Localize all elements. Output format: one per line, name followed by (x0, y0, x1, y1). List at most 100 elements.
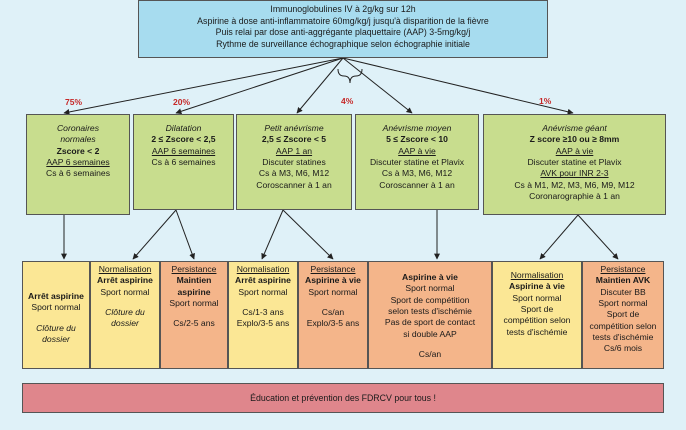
category-petit-anevrisme: Petit anévrisme 2,5 ≤ Zscore < 5 AAP 1 a… (236, 114, 352, 210)
outcome-cs: Cs/2-5 ans (173, 318, 215, 329)
outcome-dilatation-normalisation: Normalisation Arrêt aspirine Sport norma… (90, 261, 160, 369)
outcome-avk: Maintien AVK (595, 275, 651, 286)
outcome-bb: Discuter BB (600, 286, 646, 297)
footer-prevention-box: Éducation et prévention des FDRCV pour t… (22, 383, 664, 413)
category-coronaires-normales: Coronaires normales Zscore < 2 AAP 6 sem… (26, 114, 130, 215)
outcome-status: Persistance (171, 264, 217, 274)
outcome-explo: Explo/3-5 ans (306, 318, 360, 329)
category-statines: Discuter statines (262, 157, 326, 168)
top-line-2: Aspirine à dose anti-inflammatoire 60mg/… (197, 15, 489, 26)
footer-text: Éducation et prévention des FDRCV pour t… (250, 393, 436, 403)
category-zscore: 2,5 ≤ Zscore < 5 (261, 134, 327, 145)
outcome-sport: Sport normal (405, 283, 455, 294)
outcome-sport: Sport normal (31, 302, 81, 313)
outcome-sport: Sport normal (169, 298, 219, 309)
category-title-2: normales (60, 134, 96, 145)
arrow-top-to-moyen (342, 57, 413, 114)
outcome-aspirine: Maintien (176, 275, 212, 286)
outcome-cs: Cs/an (321, 307, 345, 318)
outcome-status: Normalisation (510, 270, 564, 280)
outcome-aspirine-2: aspirine (177, 286, 211, 297)
category-avk: AVK pour INR 2-3 (540, 168, 609, 179)
arrow-top-to-geant (342, 57, 574, 115)
category-zscore: 5 ≤ Zscore < 10 (386, 134, 448, 145)
outcome-petit-persistance: Persistance Aspirine à vie Sport normal … (298, 261, 368, 369)
arrow-top-to-dilatation (175, 57, 344, 115)
outcome-contact-2: si double AAP (403, 328, 457, 339)
category-exam: Coroscanner à 1 an (256, 179, 332, 190)
outcome-status: Persistance (310, 264, 356, 274)
percent-1: 1% (539, 96, 552, 106)
outcome-sport: Sport normal (100, 286, 150, 297)
outcome-petit-normalisation: Normalisation Arrêt aspirine Sport norma… (228, 261, 298, 369)
category-title: Anévrisme géant (542, 123, 607, 133)
top-treatment-box: Immunoglobulines IV à 2g/kg sur 12h Aspi… (138, 0, 548, 58)
category-statines: Discuter statine et Plavix (527, 157, 622, 168)
category-exam: Coronarographie à 1 an (529, 191, 620, 202)
outcome-sport: Sport normal (598, 298, 648, 309)
category-cs: Cs à M1, M2, M3, M6, M9, M12 (514, 179, 635, 190)
category-dilatation: Dilatation 2 ≤ Zscore < 2,5 AAP 6 semain… (133, 114, 234, 210)
percent-75: 75% (65, 97, 83, 107)
outcome-sport-competition-3: tests d'ischémie (592, 332, 654, 343)
category-anevrisme-geant: Anévrisme géant Z score ≥10 ou ≥ 8mm AAP… (483, 114, 666, 215)
outcome-sport-competition: Sport de (606, 309, 640, 320)
outcome-contact: Pas de sport de contact (384, 317, 476, 328)
outcome-aspirine: Aspirine à vie (509, 281, 565, 292)
category-zscore: Zscore < 2 (56, 145, 100, 156)
category-aap: AAP 6 semaines (151, 145, 216, 156)
category-cs: Cs à 6 semaines (45, 168, 110, 179)
outcome-cloture-2: dossier (42, 334, 70, 345)
outcome-coronaires-normales: Arrêt aspirine Sport normal Clôture du d… (22, 261, 90, 369)
category-aap: AAP 1 an (275, 145, 313, 156)
brace-4-percent (337, 68, 363, 84)
arrow-dilatation-norm (132, 209, 177, 260)
category-title: Coronaires (56, 123, 100, 133)
outcome-anevrisme-moyen: Aspirine à vie Sport normal Sport de com… (368, 261, 492, 369)
outcome-dilatation-persistance: Persistance Maintien aspirine Sport norm… (160, 261, 228, 369)
category-zscore: 2 ≤ Zscore < 2,5 (151, 134, 216, 145)
outcome-status: Persistance (600, 264, 646, 274)
arrow-geant-norm (539, 214, 579, 260)
category-title: Anévrisme moyen (382, 123, 452, 133)
arrow-geant-pers (577, 214, 619, 260)
category-anevrisme-moyen: Anévrisme moyen 5 ≤ Zscore < 10 AAP à vi… (355, 114, 479, 210)
outcome-sport-competition-3: tests d'ischémie (506, 326, 568, 337)
arrow-top-to-coronaires (63, 57, 344, 115)
category-title: Petit anévrisme (264, 123, 324, 133)
category-aap: AAP à vie (555, 145, 594, 156)
outcome-cs: Cs/1-3 ans (242, 307, 284, 318)
top-line-1: Immunoglobulines IV à 2g/kg sur 12h (270, 4, 416, 14)
outcome-status: Normalisation (98, 264, 152, 274)
outcome-sport: Sport normal (308, 286, 358, 297)
outcome-cloture-2: dossier (111, 318, 139, 329)
top-line-4: Rythme de surveillance échographique sel… (216, 38, 470, 49)
outcome-aspirine: Arrêt aspirine (97, 275, 153, 286)
outcome-status: Normalisation (236, 264, 290, 274)
outcome-explo: Explo/3-5 ans (236, 318, 290, 329)
category-cs: Cs à 6 semaines (151, 157, 216, 168)
outcome-cloture: Clôture du (105, 307, 145, 318)
category-zscore: Z score ≥10 ou ≥ 8mm (529, 134, 620, 145)
category-aap: AAP à vie (398, 145, 436, 156)
category-exam: Coroscanner à 1 an (379, 179, 455, 190)
arrow-top-to-petit (296, 57, 344, 114)
category-statines: Discuter statine et Plavix (369, 157, 465, 168)
outcome-aspirine: Arrêt aspirine (235, 275, 291, 286)
arrow-petit-pers (282, 209, 334, 260)
outcome-aspirine: Aspirine à vie (402, 272, 458, 282)
outcome-cs: Cs/6 mois (603, 343, 643, 354)
outcome-sport-competition-2: selon tests d'ischémie (388, 306, 472, 317)
percent-20: 20% (173, 97, 191, 107)
category-title: Dilatation (165, 123, 202, 133)
outcome-aspirine: Aspirine à vie (305, 275, 361, 286)
outcome-geant-normalisation: Normalisation Aspirine à vie Sport norma… (492, 261, 582, 369)
arrow-petit-norm (261, 209, 284, 260)
top-line-3: Puis relai par dose anti-aggrégante plaq… (215, 27, 471, 38)
outcome-cloture: Clôture du (36, 322, 76, 333)
category-aap: AAP 6 semaines (46, 157, 110, 168)
outcome-cs: Cs/an (418, 349, 442, 360)
outcome-sport-competition: Sport de (520, 304, 554, 315)
arrow-dilatation-pers (175, 209, 195, 260)
